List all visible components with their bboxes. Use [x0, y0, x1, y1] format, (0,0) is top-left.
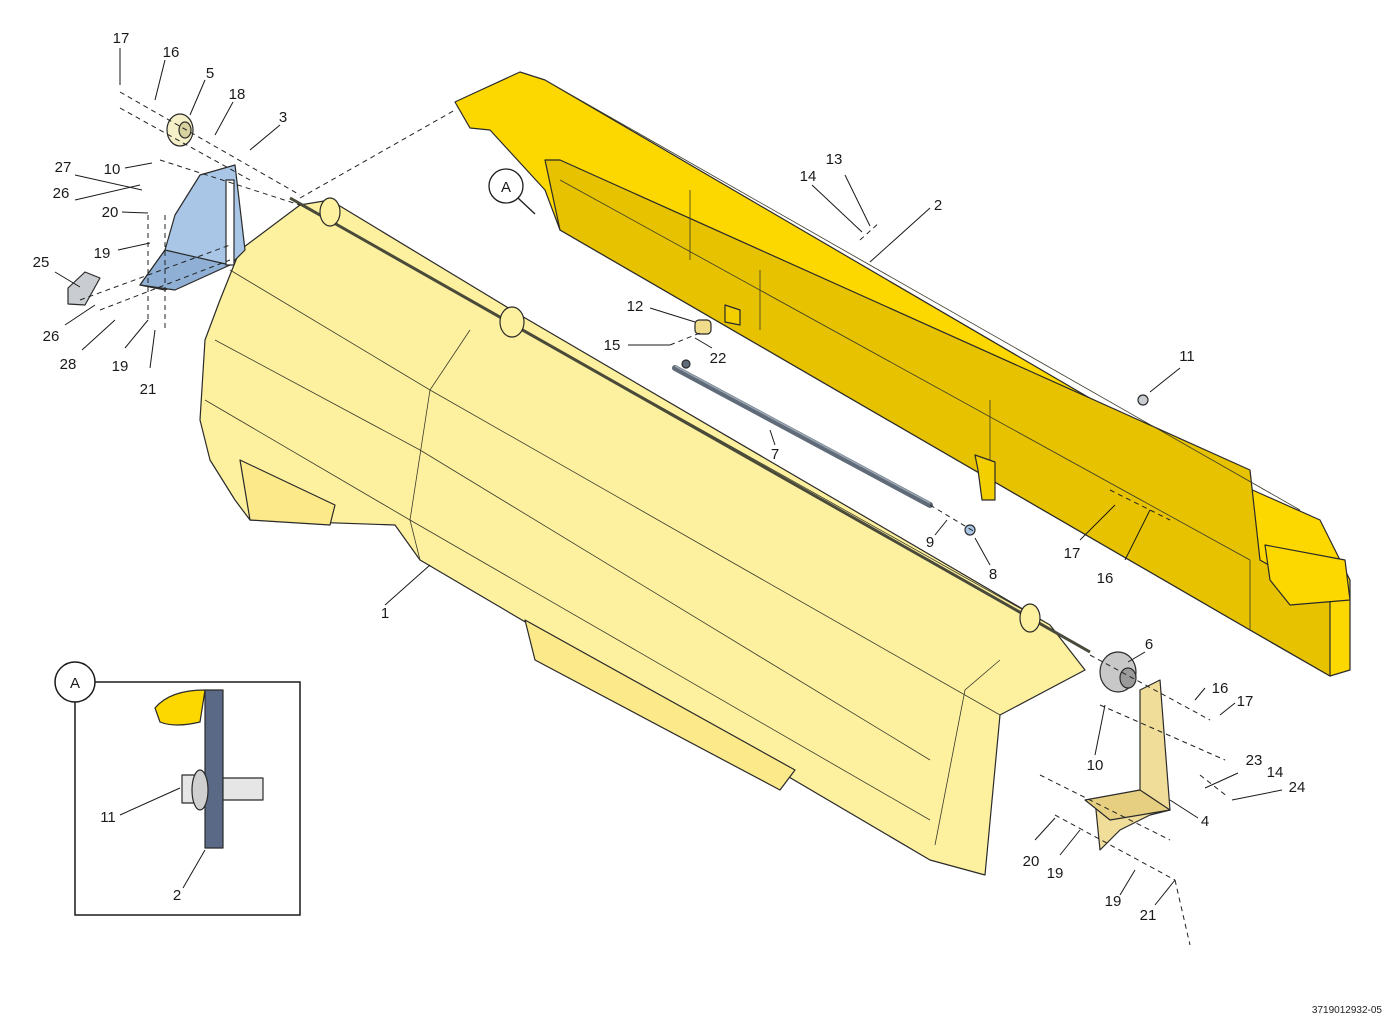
callout-5: 5 — [206, 65, 214, 82]
spacer-part-12 — [694, 319, 712, 335]
detail-a-callout-bubble: A — [488, 168, 536, 215]
roller-part-6 — [1099, 651, 1137, 693]
callout-12: 12 — [627, 298, 644, 315]
callout-9: 9 — [926, 534, 934, 551]
callout-2: 2 — [934, 197, 942, 214]
callout-24: 24 — [1289, 779, 1306, 796]
inset-callout-2: 2 — [173, 887, 181, 904]
callout-27: 27 — [55, 159, 72, 176]
drawing-number: 3719012932-05 — [1311, 1005, 1382, 1016]
callout-1: 1 — [381, 605, 389, 622]
callout-22: 22 — [710, 350, 727, 367]
callout-16-frame: 16 — [1097, 570, 1114, 587]
detail-a-inset-label: A — [70, 675, 80, 692]
detail-a-inset: A — [54, 661, 301, 916]
cover-shaft — [289, 196, 1091, 654]
callout-19-right-b: 19 — [1105, 893, 1122, 910]
callout-20-right: 20 — [1023, 853, 1040, 870]
callout-17-topleft: 17 — [113, 30, 130, 47]
rod-part-7 — [672, 359, 933, 508]
callout-23: 23 — [1246, 752, 1263, 769]
callout-17-right: 17 — [1237, 693, 1254, 710]
callout-16-right: 16 — [1212, 680, 1229, 697]
callout-10-left: 10 — [104, 161, 121, 178]
callout-6: 6 — [1145, 636, 1153, 653]
callout-4: 4 — [1201, 813, 1209, 830]
left-mounting-bracket — [67, 164, 246, 306]
inset-callout-11: 11 — [100, 809, 116, 826]
assembly-lines — [79, 91, 1229, 946]
bushing-part-5 — [166, 113, 194, 147]
callout-3: 3 — [279, 109, 287, 126]
callout-7: 7 — [771, 446, 779, 463]
frame-beam-part-2 — [454, 71, 1351, 677]
callout-19-right-a: 19 — [1047, 865, 1064, 882]
callout-21-right: 21 — [1140, 907, 1157, 924]
cover-panel-part-1 — [199, 199, 1086, 876]
bolt-part-11 — [1137, 394, 1149, 406]
callout-13: 13 — [826, 151, 843, 168]
callout-14-top: 14 — [800, 168, 817, 185]
callout-26-lower: 26 — [43, 328, 60, 345]
callout-21-left: 21 — [140, 381, 157, 398]
callout-8: 8 — [989, 566, 997, 583]
callout-14-right: 14 — [1267, 764, 1284, 781]
callout-26-upper: 26 — [53, 185, 70, 202]
callout-28: 28 — [60, 356, 77, 373]
callout-25: 25 — [33, 254, 50, 271]
callout-16-topleft: 16 — [163, 44, 180, 61]
callout-17-frame: 17 — [1064, 545, 1081, 562]
callout-19-upper-left: 19 — [94, 245, 111, 262]
callout-labels: 1 2 3 4 5 6 7 8 9 10 10 11 12 13 14 14 1… — [33, 30, 1306, 924]
callout-20-left: 20 — [102, 204, 119, 221]
callout-10-right: 10 — [1087, 757, 1104, 774]
callout-11: 11 — [1179, 348, 1195, 365]
knob-part-8 — [964, 524, 976, 536]
detail-a-marker-text: A — [501, 179, 511, 196]
callout-19-lower-left: 19 — [112, 358, 129, 375]
callout-15: 15 — [604, 337, 621, 354]
callout-18: 18 — [229, 86, 246, 103]
right-mounting-bracket-part-4 — [1084, 679, 1171, 851]
leader-lines — [54, 48, 1283, 906]
